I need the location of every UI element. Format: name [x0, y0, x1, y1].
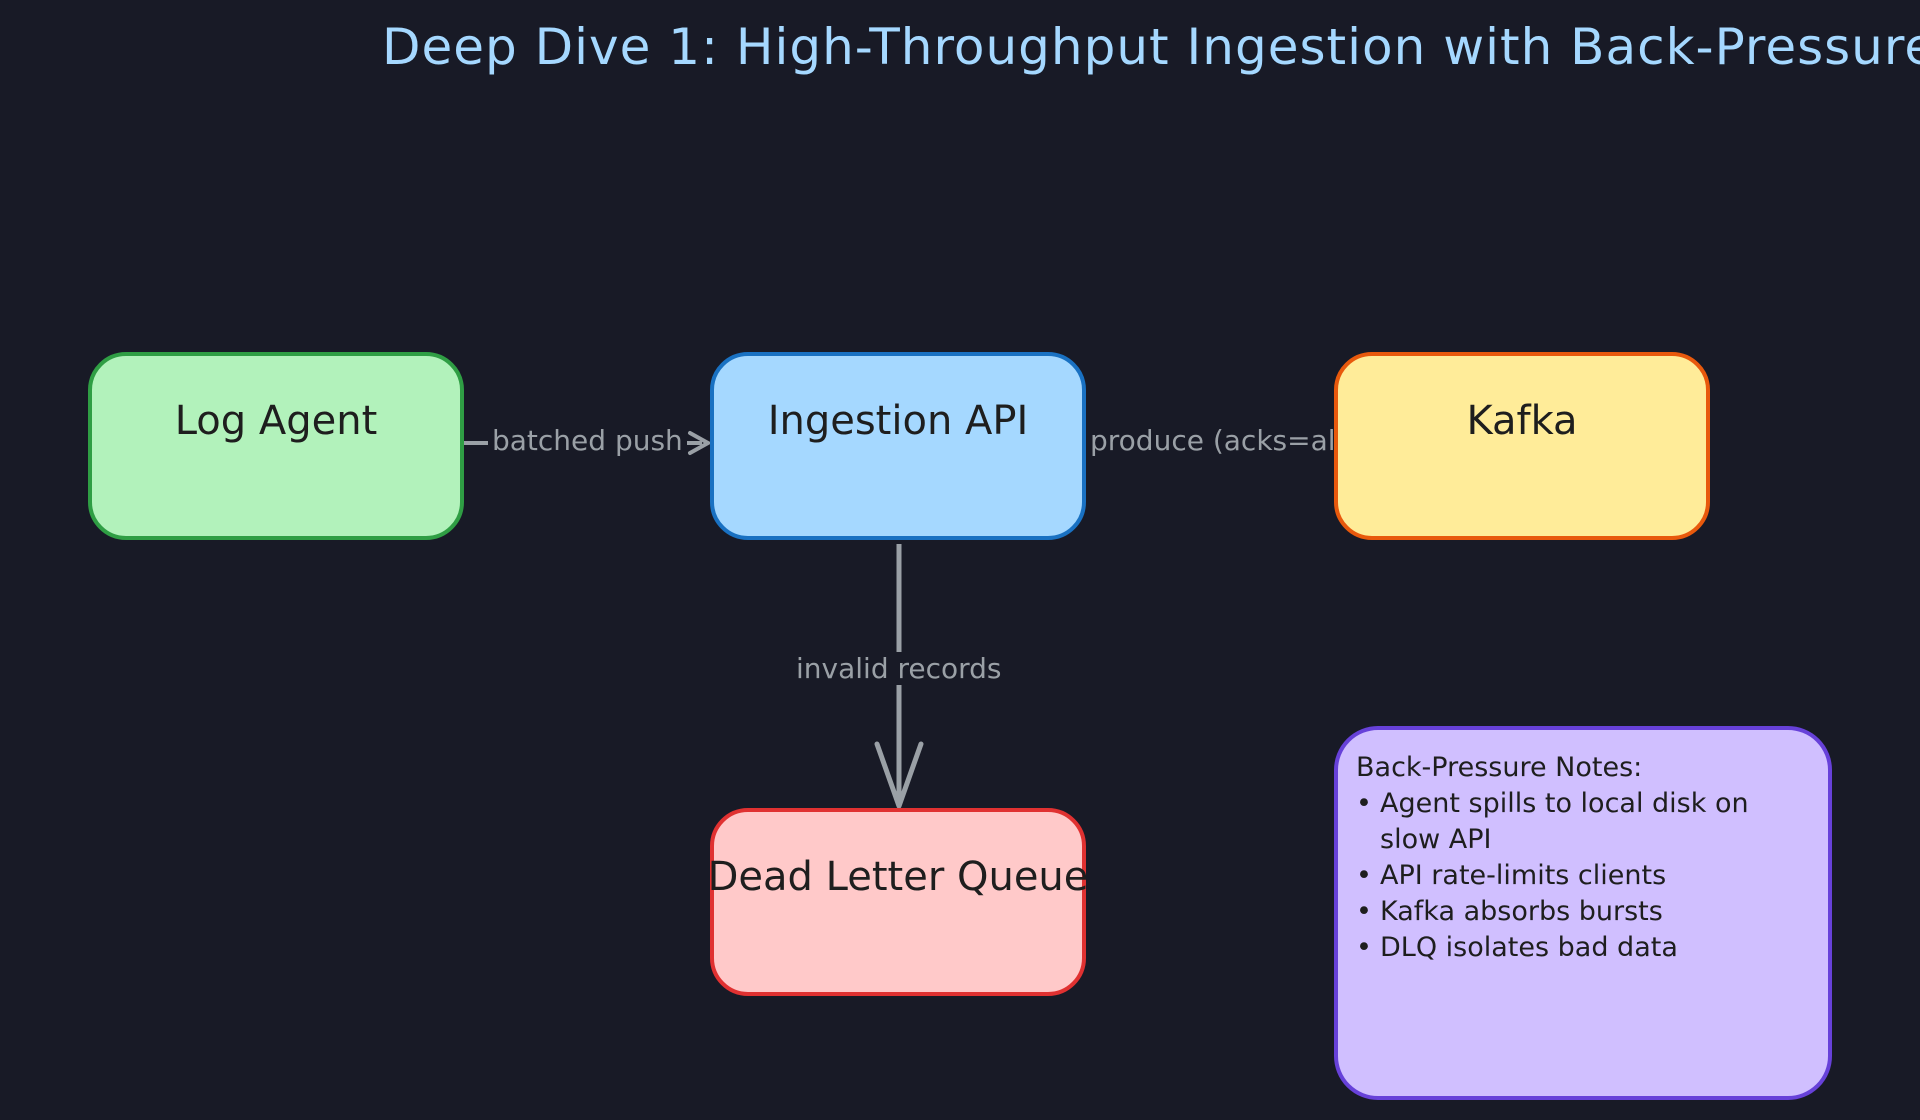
notes-item: API rate-limits clients: [1356, 858, 1810, 894]
node-dead-letter-queue-label: Dead Letter Queue: [707, 854, 1089, 900]
notes-item: Kafka absorbs bursts: [1356, 894, 1810, 930]
edge-label-batched-push: batched push: [488, 424, 687, 457]
edge-label-produce: produce (acks=all): [1086, 424, 1359, 457]
notes-item: Agent spills to local disk on slow API: [1356, 786, 1810, 858]
notes-item: DLQ isolates bad data: [1356, 930, 1810, 966]
node-log-agent-label: Log Agent: [174, 398, 378, 444]
node-log-agent[interactable]: Log Agent: [88, 352, 464, 540]
edge-batched-push-arrowhead: [688, 431, 713, 455]
node-kafka-label: Kafka: [1466, 398, 1578, 444]
notes-title: Back-Pressure Notes:: [1356, 752, 1643, 783]
edge-label-invalid-records: invalid records: [792, 652, 1006, 685]
node-ingestion-api[interactable]: Ingestion API: [710, 352, 1086, 540]
node-dead-letter-queue[interactable]: Dead Letter Queue: [707, 808, 1089, 996]
node-ingestion-api-label: Ingestion API: [767, 398, 1029, 444]
back-pressure-notes[interactable]: Back-Pressure Notes: Agent spills to loc…: [1334, 726, 1832, 1100]
edge-invalid-records-arrowhead: [874, 741, 924, 809]
node-kafka[interactable]: Kafka: [1334, 352, 1710, 540]
diagram-title: Deep Dive 1: High-Throughput Ingestion w…: [382, 18, 1920, 76]
notes-list: Agent spills to local disk on slow API A…: [1356, 786, 1810, 966]
